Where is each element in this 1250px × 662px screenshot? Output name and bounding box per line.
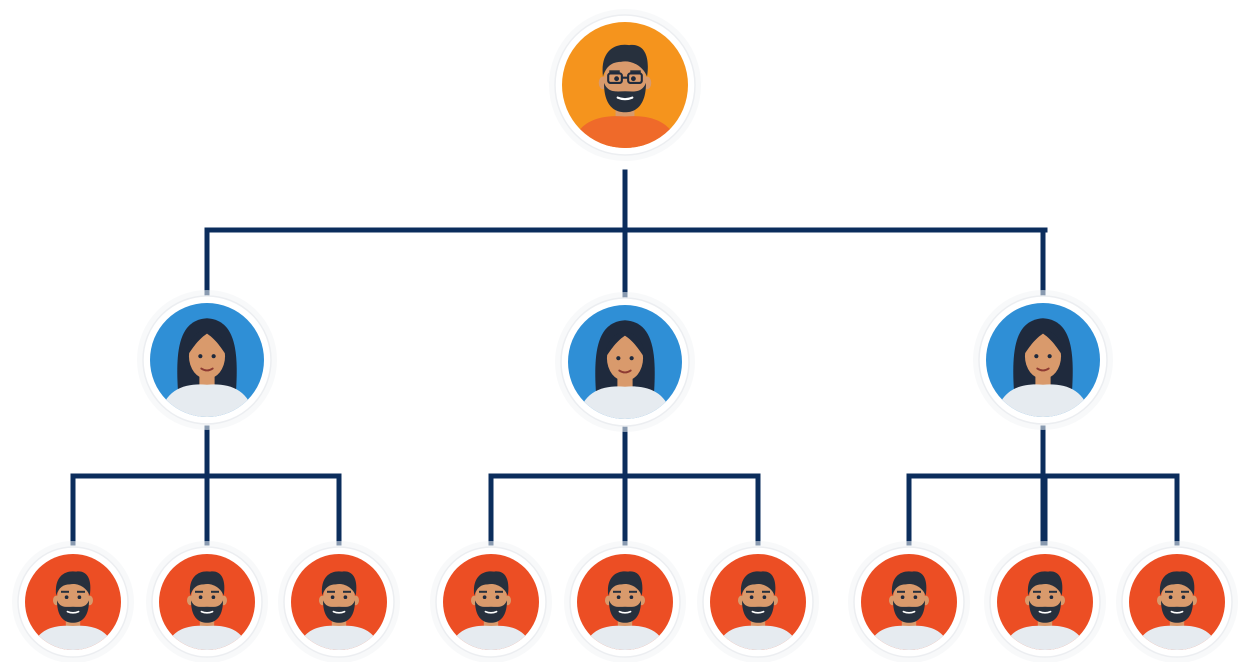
manager-node-2 (555, 292, 695, 432)
manager-node-1 (137, 290, 277, 430)
staff-node-1-1 (12, 541, 134, 662)
woman-long-hair-icon (995, 318, 1091, 417)
staff-node-1-3 (278, 541, 400, 662)
avatar-nodes (12, 9, 1238, 662)
staff-node-3-3 (1116, 541, 1238, 662)
woman-long-hair-icon (577, 320, 673, 419)
staff-node-2-1 (430, 541, 552, 662)
connector-lines (70, 169, 1180, 546)
staff-node-3-2 (984, 541, 1106, 662)
staff-node-1-2 (146, 541, 268, 662)
staff-node-2-3 (697, 541, 819, 662)
staff-node-2-2 (564, 541, 686, 662)
root-node (549, 9, 701, 161)
woman-long-hair-icon (159, 318, 255, 417)
staff-node-3-1 (848, 541, 970, 662)
manager-node-3 (973, 290, 1113, 430)
